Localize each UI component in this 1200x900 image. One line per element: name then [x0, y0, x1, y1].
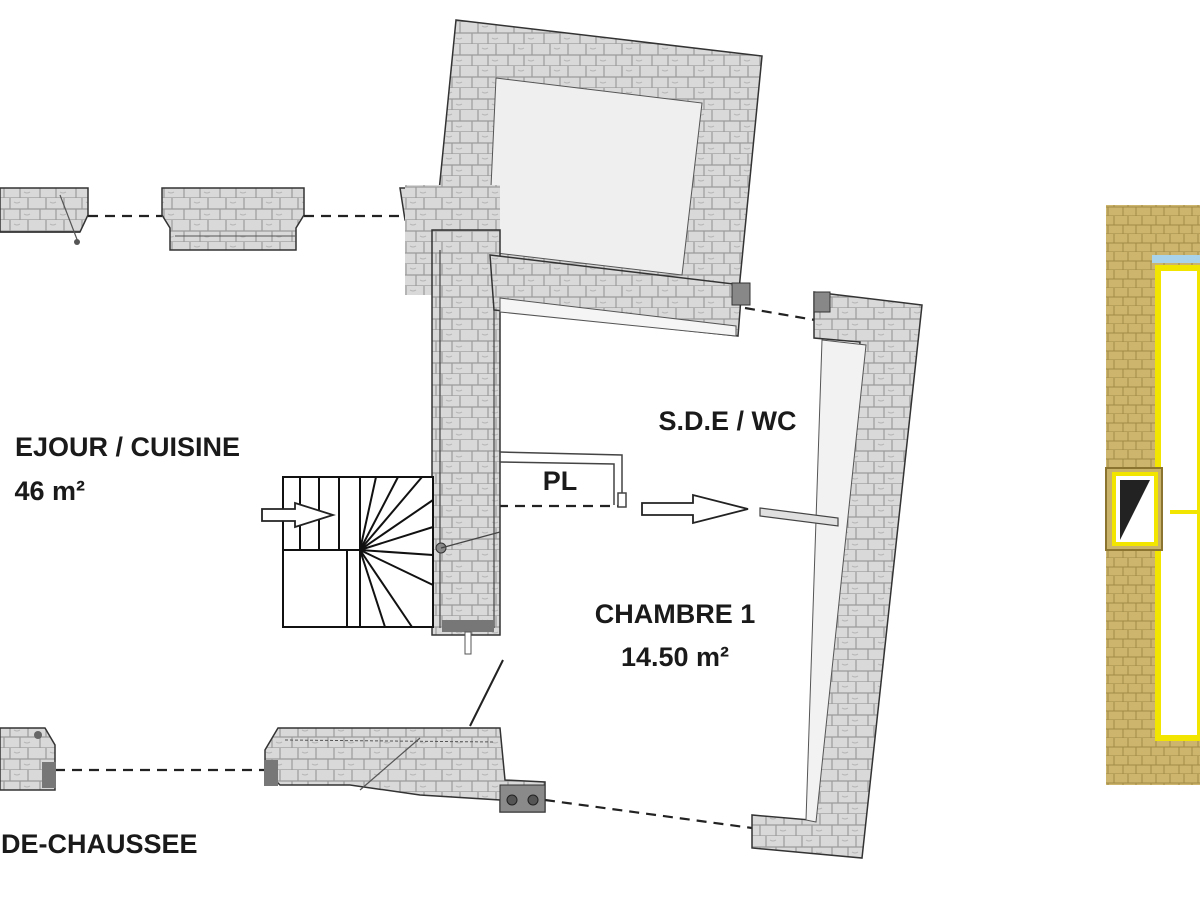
stone-tower: [431, 19, 763, 301]
thumbnail-plan: [1105, 205, 1200, 785]
floor-label: -DE-CHAUSSEE: [0, 829, 198, 859]
bottom-wall-middle: [264, 727, 546, 813]
bottom-wall-left: [0, 727, 56, 791]
top-wall-left: [0, 187, 89, 245]
placard-outline: [499, 451, 627, 508]
room-label-chambre: CHAMBRE 1: [594, 599, 756, 629]
window-dashes: [55, 214, 816, 830]
room-area-chambre: 14.50 m²: [620, 642, 730, 672]
upper-partition-wall: [489, 254, 751, 337]
annotation-line: [469, 659, 504, 727]
room-label-sde-wc: S.D.E / WC: [658, 406, 797, 436]
staircase-icon: [282, 476, 434, 628]
arrow-right-icon: [261, 501, 336, 529]
arrow-right-icon: [641, 493, 749, 525]
room-area-sejour: 46 m²: [14, 476, 85, 506]
central-wall: [405, 185, 501, 655]
stair-handrail-line: [440, 531, 501, 549]
top-wall-middle: [161, 187, 305, 251]
thin-partition: [759, 507, 839, 527]
room-label-sejour: EJOUR / CUISINE: [14, 432, 240, 462]
room-label-placard: PL: [542, 466, 578, 496]
right-exterior-wall: [751, 291, 923, 859]
